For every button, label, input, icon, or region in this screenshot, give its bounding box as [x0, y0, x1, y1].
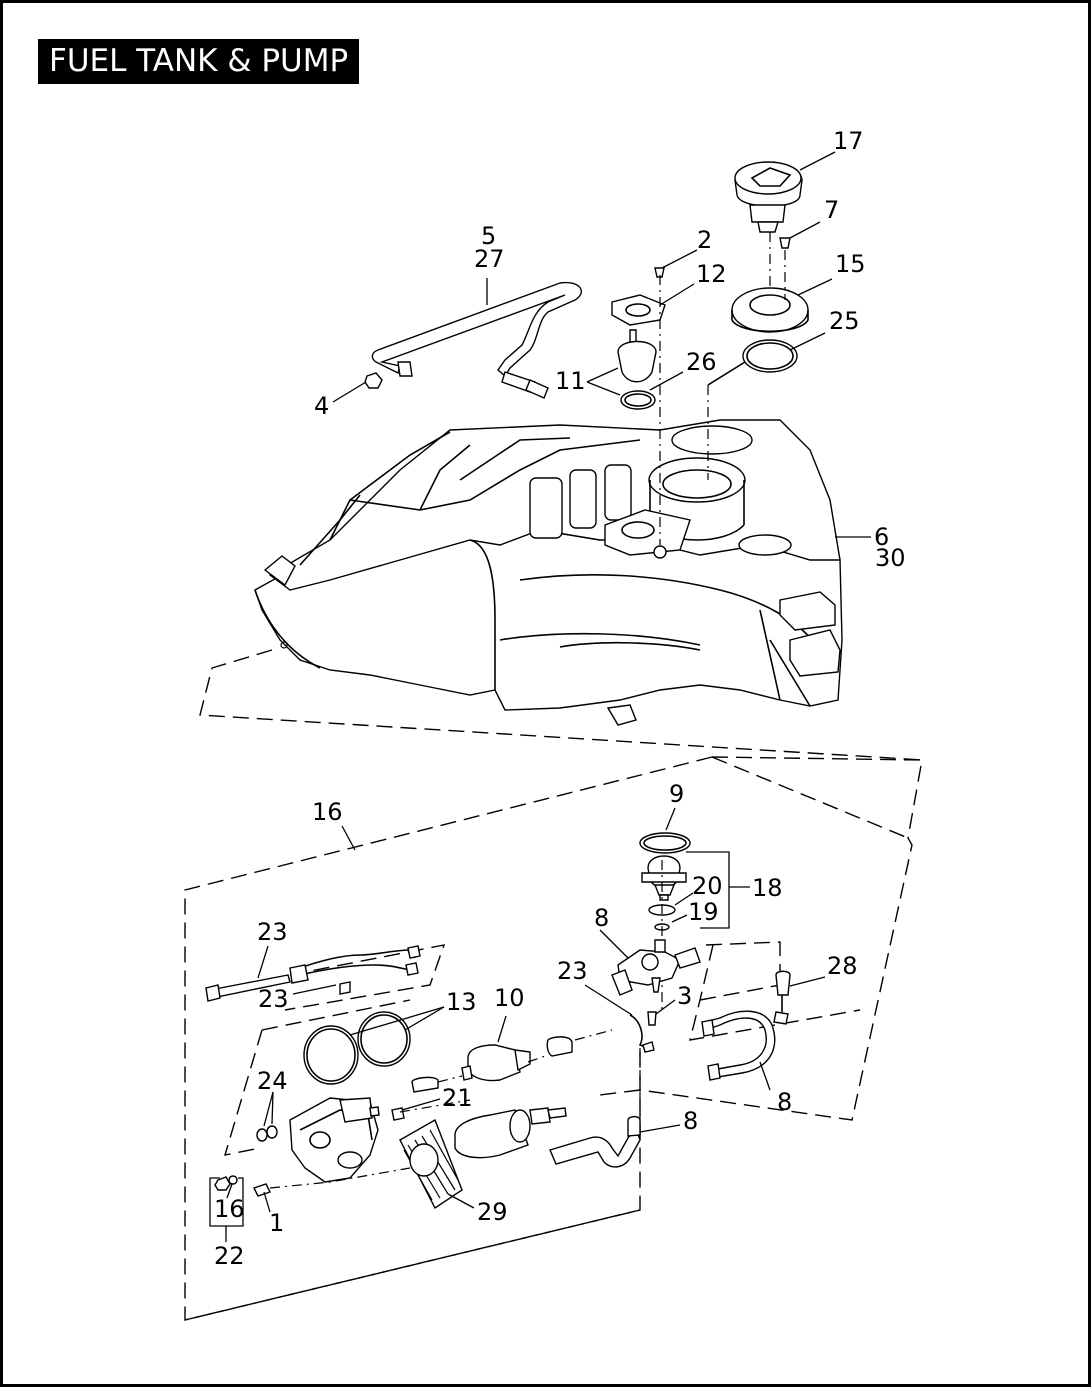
callout-21: 21 [442, 1084, 473, 1112]
callout-2: 2 [697, 226, 712, 254]
callout-30: 30 [875, 544, 906, 572]
fuel-filter-part [411, 1036, 573, 1093]
fuel-cap-part [734, 161, 803, 233]
callout-9: 9 [669, 780, 684, 808]
callout-19: 19 [688, 898, 719, 926]
callout-23-lower: 23 [258, 985, 289, 1013]
callout-labels: 17 7 15 25 2 12 26 11 5 27 4 6 30 16 9 2… [214, 127, 906, 1270]
callout-23-upper: 23 [257, 918, 288, 946]
callout-23-center: 23 [557, 957, 588, 985]
callout-8-upper: 8 [594, 904, 609, 932]
fuel-pump-part [454, 1107, 567, 1159]
callout-16-bracket: 16 [214, 1195, 245, 1223]
callout-24: 24 [257, 1067, 288, 1095]
callout-13: 13 [446, 988, 477, 1016]
upper-parts [364, 161, 809, 545]
callout-22: 22 [214, 1242, 245, 1270]
callout-28: 28 [827, 952, 858, 980]
strainer-part [399, 1118, 463, 1210]
callout-11: 11 [555, 367, 586, 395]
leader-lines [226, 151, 871, 1213]
page-title: FUEL TANK & PUMP [38, 39, 359, 84]
callout-8-lower: 8 [683, 1107, 698, 1135]
callout-29: 29 [477, 1198, 508, 1226]
callout-8-right: 8 [777, 1088, 792, 1116]
callout-25: 25 [829, 307, 860, 335]
filler-ring-part [731, 287, 809, 333]
pump-housing-part [289, 1097, 380, 1183]
callout-6: 6 [874, 523, 889, 551]
callout-5: 5 [481, 222, 496, 250]
callout-27: 27 [474, 245, 505, 273]
callout-10: 10 [494, 984, 525, 1012]
callout-7: 7 [824, 196, 839, 224]
callout-15: 15 [835, 250, 866, 278]
callout-12: 12 [696, 260, 727, 288]
fuel-tank-drawing [199, 419, 923, 761]
callout-26: 26 [686, 348, 717, 376]
fuel-pump-assembly [184, 756, 923, 1321]
callout-20: 20 [692, 872, 723, 900]
callout-17: 17 [833, 127, 864, 155]
callout-3: 3 [677, 982, 692, 1010]
pressure-regulator-part [641, 855, 687, 901]
rollover-valve-part [617, 329, 657, 383]
callout-18: 18 [752, 874, 783, 902]
regulator-housing-part [611, 939, 701, 996]
callout-16-top: 16 [312, 798, 343, 826]
callout-1: 1 [269, 1209, 284, 1237]
callout-4: 4 [314, 392, 329, 420]
